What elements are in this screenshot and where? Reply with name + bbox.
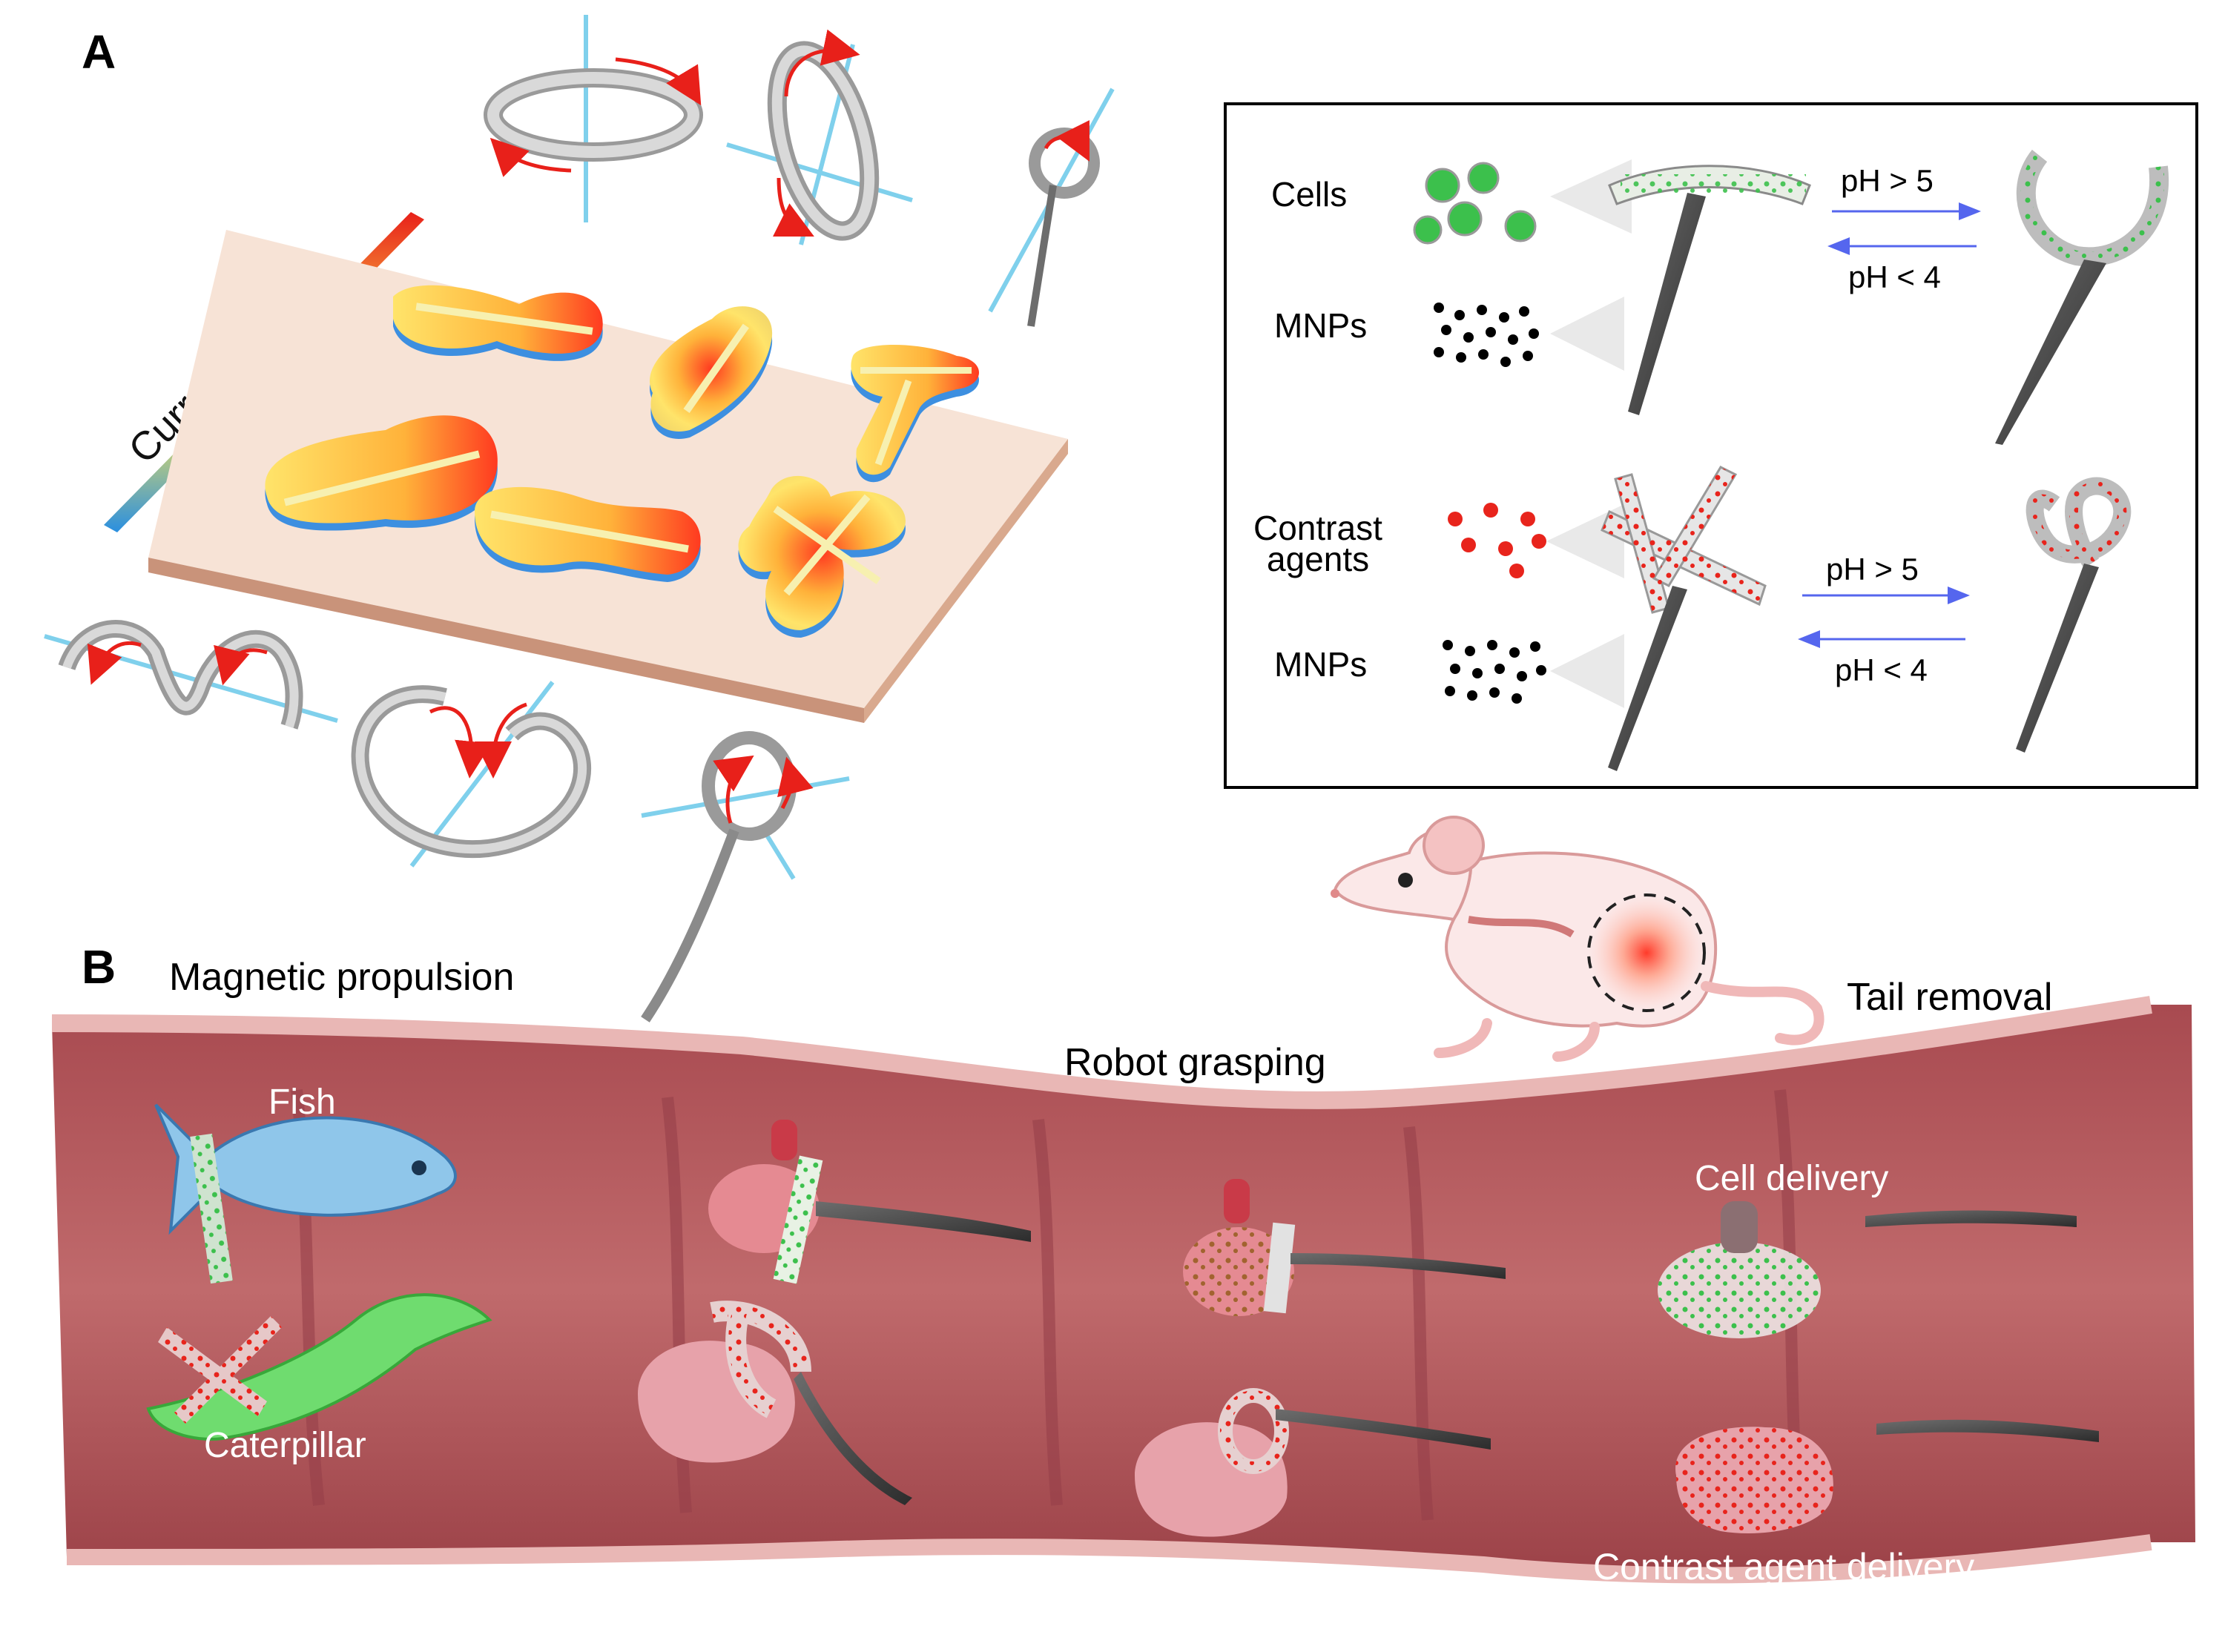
caterpillar-label: Caterpillar (204, 1426, 366, 1465)
robot-grasping-label: Robot grasping (1064, 1041, 1326, 1084)
folded-knot-gripper (641, 731, 850, 1022)
heatmap-shape-1 (393, 285, 603, 361)
cell-delivery-label: Cell delivery (1695, 1159, 1888, 1198)
ph-forward-label-1: pH > 5 (1841, 163, 1934, 198)
x-shaped-gripper-unfolded (1601, 466, 1767, 771)
cells-zoom-cone (1550, 159, 1632, 234)
t-shaped-gripper-unfolded (1608, 165, 1811, 415)
grasp-tumor-green-1 (708, 1120, 1031, 1284)
mnps-label-2: MNPs (1274, 645, 1367, 684)
heatmap-shape-5 (475, 486, 701, 582)
ph-arrows-row-1 (1827, 202, 1981, 255)
x-shaped-gripper-folded (2016, 477, 2132, 753)
ph-forward-label-2: pH > 5 (1826, 552, 1919, 587)
folded-ring-vertical (726, 29, 913, 245)
ph-arrows-row-2 (1798, 587, 1970, 648)
panel-a-letter: A (82, 25, 116, 79)
caterpillar-robot (146, 1293, 492, 1441)
magnetic-propulsion-label: Magnetic propulsion (169, 956, 514, 999)
contrast-label-line2: agents (1267, 540, 1369, 578)
grasp-tumor-red-2 (1135, 1388, 1491, 1537)
heatmap-shape-4 (265, 415, 498, 531)
ph-reverse-label-1: pH < 4 (1848, 260, 1941, 294)
mnps-label-1: MNPs (1274, 306, 1367, 345)
t-shaped-gripper-folded (1995, 149, 2169, 445)
panel-b-letter: B (82, 940, 116, 994)
mnps-dots-icon-1 (1434, 303, 1539, 367)
grasp-tumor-red-1 (638, 1301, 912, 1505)
grasp-tumor-green-2 (1183, 1179, 1506, 1316)
contrast-delivery-scene (1675, 1419, 2099, 1533)
heatmap-shapes (265, 285, 979, 638)
ph-reverse-label-2: pH < 4 (1835, 652, 1928, 687)
heatmap-shape-3 (851, 345, 979, 483)
cells-cluster-icon (1413, 162, 1537, 245)
contrast-label-line1: Contrast (1253, 509, 1382, 547)
contrast-agents-dots-icon (1448, 503, 1546, 578)
mnps-zoom-cone-2 (1550, 634, 1624, 708)
folded-clip-ribbon (988, 87, 1115, 327)
folded-helix (44, 620, 338, 730)
fish-label: Fish (268, 1083, 336, 1122)
mnps-dots-icon-2 (1443, 640, 1546, 704)
mnps-zoom-cone-1 (1550, 297, 1624, 371)
cells-label: Cells (1271, 175, 1347, 214)
intestine-tissue (51, 996, 2195, 1584)
folded-heart (351, 681, 591, 868)
folded-ring-horizontal (484, 15, 703, 222)
fish-robot (154, 1103, 457, 1284)
cell-delivery-scene (1658, 1201, 2077, 1338)
heatmap-shape-6 (738, 475, 906, 638)
heatmap-shape-2 (650, 306, 773, 439)
tail-removal-label: Tail removal (1847, 976, 2052, 1019)
contrast-agent-delivery-label: Contrast agent delivery (1593, 1546, 1974, 1587)
mouse-tumor-model (1331, 816, 1824, 1062)
